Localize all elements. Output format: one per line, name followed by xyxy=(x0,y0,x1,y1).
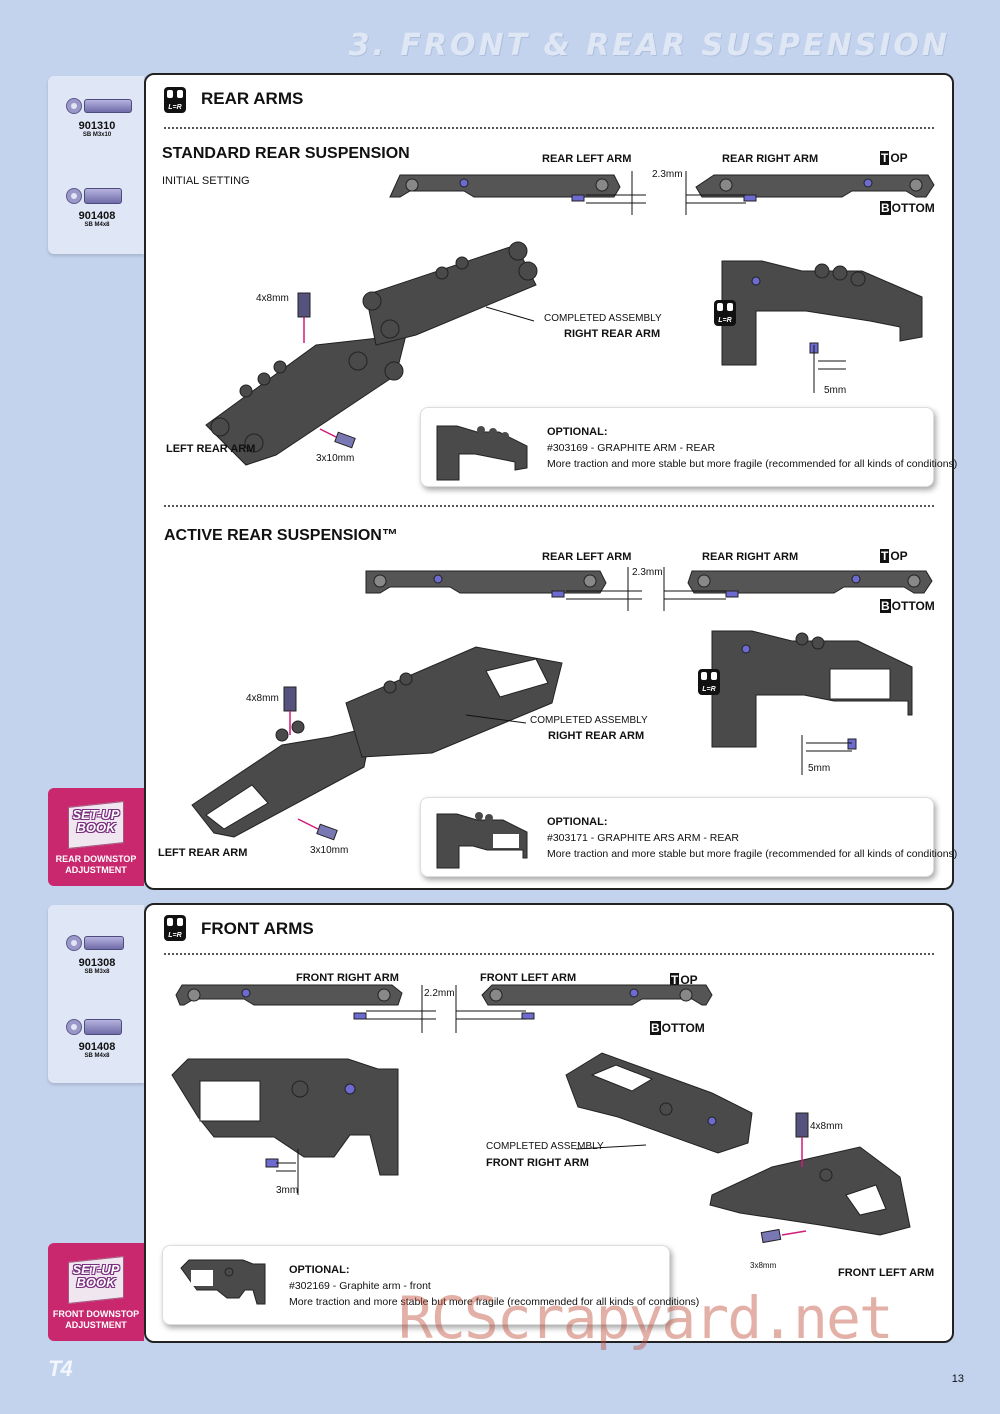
screw-label: 3x10mm xyxy=(316,453,355,464)
divider xyxy=(164,127,934,129)
subsection-title: STANDARD REAR SUSPENSION xyxy=(162,145,410,162)
ars-rear-arm-top-view xyxy=(711,630,913,750)
screw-label: 4x8mm xyxy=(810,1121,843,1132)
screw-4x8 xyxy=(795,1112,809,1138)
part-901408: 901408 SB M4x8 xyxy=(62,186,132,228)
completed-label: COMPLETED ASSEMBLY xyxy=(544,313,662,324)
front-arm-top-view xyxy=(171,1058,399,1176)
left-equals-right-icon: L=R xyxy=(164,915,186,941)
section-title: FRONT ARMS xyxy=(201,919,314,938)
screw-label: 3x10mm xyxy=(310,845,349,856)
left-equals-right-icon: L=R xyxy=(714,300,736,326)
rear-right-arm-side xyxy=(695,174,935,202)
setup-book-front[interactable]: SET-UP BOOK FRONT DOWNSTOP ADJUSTMENT xyxy=(48,1243,144,1341)
front-left-arm-side xyxy=(481,984,713,1020)
screw-3x8 xyxy=(760,1228,782,1244)
screw-label: 4x8mm xyxy=(246,693,279,704)
rear-parts-tab: 901310 SB M3x10 901408 SB M4x8 xyxy=(48,76,144,254)
ars-right-rear-arm-3d xyxy=(345,646,563,758)
arm-label: REAR RIGHT ARM xyxy=(702,551,799,563)
screw-icon xyxy=(62,933,132,951)
rear-left-arm-side xyxy=(389,174,621,202)
completed-label: COMPLETED ASSEMBLY xyxy=(530,715,648,726)
arm-label: FRONT RIGHT ARM xyxy=(296,972,399,984)
downstop-label: 3mm xyxy=(276,1185,299,1196)
left-arm-label: LEFT REAR ARM xyxy=(158,847,248,859)
right-rear-arm-3d xyxy=(362,241,538,346)
left-equals-right-icon: L=R xyxy=(698,669,720,695)
arm-label: REAR LEFT ARM xyxy=(542,551,632,563)
completed-arm-label: FRONT RIGHT ARM xyxy=(486,1157,589,1169)
gap-dimension xyxy=(586,171,746,215)
gap-label: 2.2mm xyxy=(424,988,455,999)
setup-book-rear[interactable]: SET-UP BOOK REAR DOWNSTOP ADJUSTMENT xyxy=(48,788,144,886)
optional-box: OPTIONAL: #303171 - GRAPHITE ARS ARM - R… xyxy=(420,797,957,877)
ars-rear-right-arm-side xyxy=(687,570,933,598)
section-title: REAR ARMS xyxy=(201,89,304,108)
front-left-arm-3d xyxy=(709,1146,911,1236)
left-rear-arm-3d xyxy=(205,334,407,466)
ars-rear-left-arm-side xyxy=(365,570,607,598)
rear-standard-diagrams xyxy=(205,171,935,466)
setup-book-icon: SET-UP BOOK xyxy=(64,1251,128,1304)
rear-active-diagrams xyxy=(191,567,933,841)
gap-label: 2.3mm xyxy=(652,169,683,180)
downstop-label: 5mm xyxy=(808,763,831,774)
divider xyxy=(164,505,934,507)
front-arms-panel: L=R FRONT ARMS FRONT RIGHT ARM FRONT LEF… xyxy=(144,903,954,1343)
gap-label: 2.3mm xyxy=(632,567,663,578)
optional-arm-thumbnail xyxy=(436,812,528,869)
ars-left-rear-arm-3d xyxy=(191,720,373,838)
screw-icon xyxy=(62,1017,132,1035)
rear-arm-top-view xyxy=(721,260,923,366)
left-equals-right-icon: L=R xyxy=(164,87,186,113)
front-right-arm-3d xyxy=(565,1052,753,1154)
optional-arm-thumbnail xyxy=(180,1259,266,1305)
screw-icon xyxy=(62,96,132,114)
screw-3x10 xyxy=(316,823,338,841)
optional-box: OPTIONAL: #303169 - GRAPHITE ARM - REAR … xyxy=(420,407,957,487)
completed-arm-label: RIGHT REAR ARM xyxy=(564,328,661,340)
optional-arm-thumbnail xyxy=(436,425,528,481)
rear-arms-panel: L=R REAR ARMS STANDARD REAR SUSPENSION I… xyxy=(144,73,957,890)
arm-label: REAR RIGHT ARM xyxy=(722,153,819,165)
left-arm-label: FRONT LEFT ARM xyxy=(838,1267,935,1279)
arm-label: REAR LEFT ARM xyxy=(542,153,632,165)
screw-icon xyxy=(62,186,132,204)
screw-label: 4x8mm xyxy=(256,293,289,304)
divider xyxy=(164,953,934,955)
page-number: 13 xyxy=(951,1373,964,1385)
completed-label: COMPLETED ASSEMBLY xyxy=(486,1141,604,1152)
front-right-arm-side xyxy=(175,984,403,1020)
arm-label: FRONT LEFT ARM xyxy=(480,972,577,984)
screw-label: 3x8mm xyxy=(750,1261,777,1270)
downstop-label: 5mm xyxy=(824,385,847,396)
completed-arm-label: RIGHT REAR ARM xyxy=(548,730,645,742)
watermark: RCScrapyard.net xyxy=(398,1284,894,1352)
part-901310: 901310 SB M3x10 xyxy=(62,96,132,138)
part-901408: 901408 SB M4x8 xyxy=(62,1017,132,1059)
page-header-title: 3. FRONT & REAR SUSPENSION xyxy=(348,28,950,63)
screw-3x10 xyxy=(334,431,356,449)
part-901308: 901308 SB M3x8 xyxy=(62,933,132,975)
front-parts-tab: 901308 SB M3x8 901408 SB M4x8 xyxy=(48,905,144,1083)
subsection-note: INITIAL SETTING xyxy=(162,175,250,187)
setup-book-icon: SET-UP BOOK xyxy=(64,796,128,849)
model-logo: T4 xyxy=(48,1356,73,1381)
screw-4x8 xyxy=(283,686,297,712)
optional-box: OPTIONAL: #302169 - Graphite arm - front… xyxy=(162,1245,699,1325)
subsection-title: ACTIVE REAR SUSPENSION™ xyxy=(164,527,398,544)
front-diagrams xyxy=(171,984,911,1244)
left-arm-label: LEFT REAR ARM xyxy=(166,443,256,455)
